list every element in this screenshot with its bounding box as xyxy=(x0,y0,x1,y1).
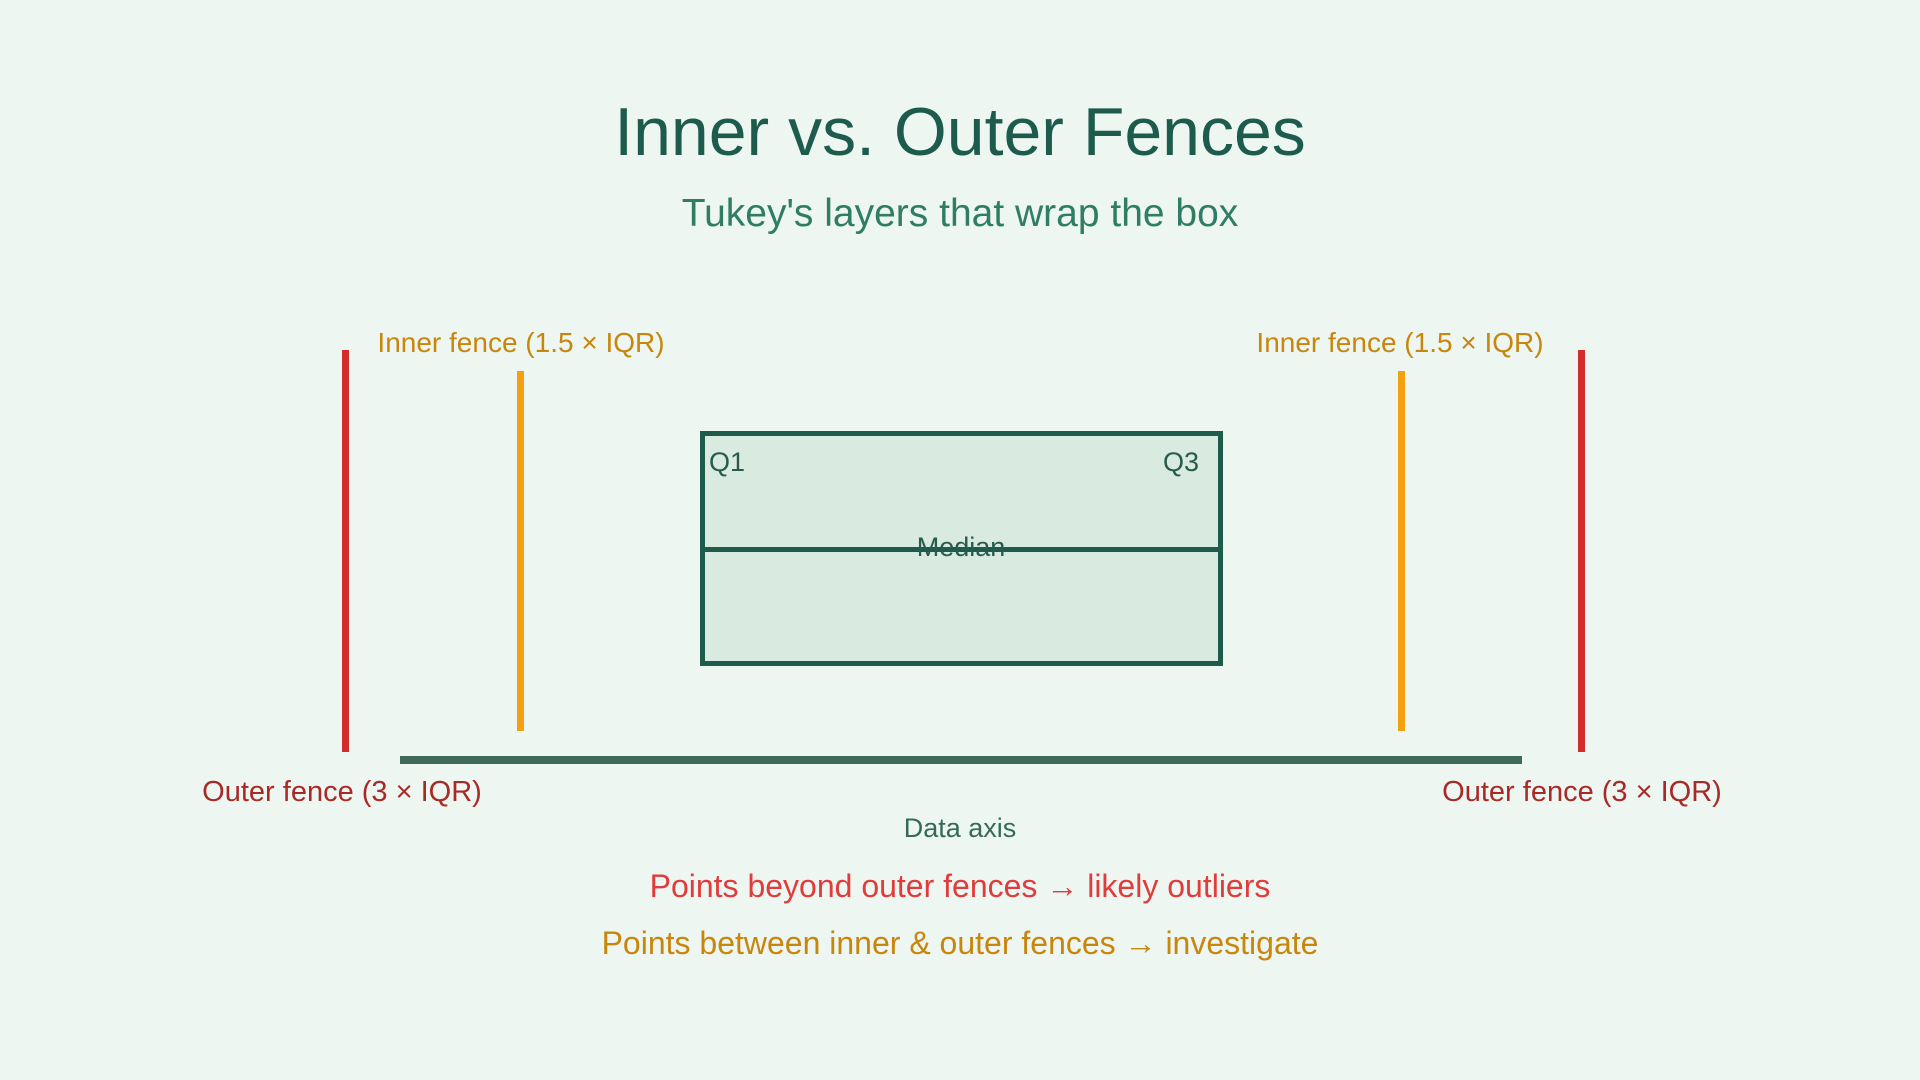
note-outliers: Points beyond outer fences → likely outl… xyxy=(649,868,1271,904)
inner-fence-line-right xyxy=(1398,371,1405,731)
q1-label: Q1 xyxy=(709,447,746,477)
outer-fence-label-left: Outer fence (3 × IQR) xyxy=(202,776,482,808)
median-label: Median xyxy=(916,532,1006,562)
inner-fence-label-left: Inner fence (1.5 × IQR) xyxy=(377,327,665,358)
diagram-title: Inner vs. Outer Fences xyxy=(614,94,1306,170)
median-line xyxy=(700,547,1223,552)
diagram-subtitle: Tukey's layers that wrap the box xyxy=(681,192,1239,235)
q3-label: Q3 xyxy=(1162,447,1199,477)
data-axis-line xyxy=(400,756,1522,764)
outer-fence-line-right xyxy=(1578,350,1585,752)
inner-fence-label-right: Inner fence (1.5 × IQR) xyxy=(1256,327,1544,358)
data-axis-label: Data axis xyxy=(903,813,1017,843)
inner-fence-line-left xyxy=(517,371,524,731)
note-investigate: Points between inner & outer fences → in… xyxy=(601,925,1319,961)
outer-fence-line-left xyxy=(342,350,349,752)
outer-fence-label-right: Outer fence (3 × IQR) xyxy=(1442,776,1722,808)
